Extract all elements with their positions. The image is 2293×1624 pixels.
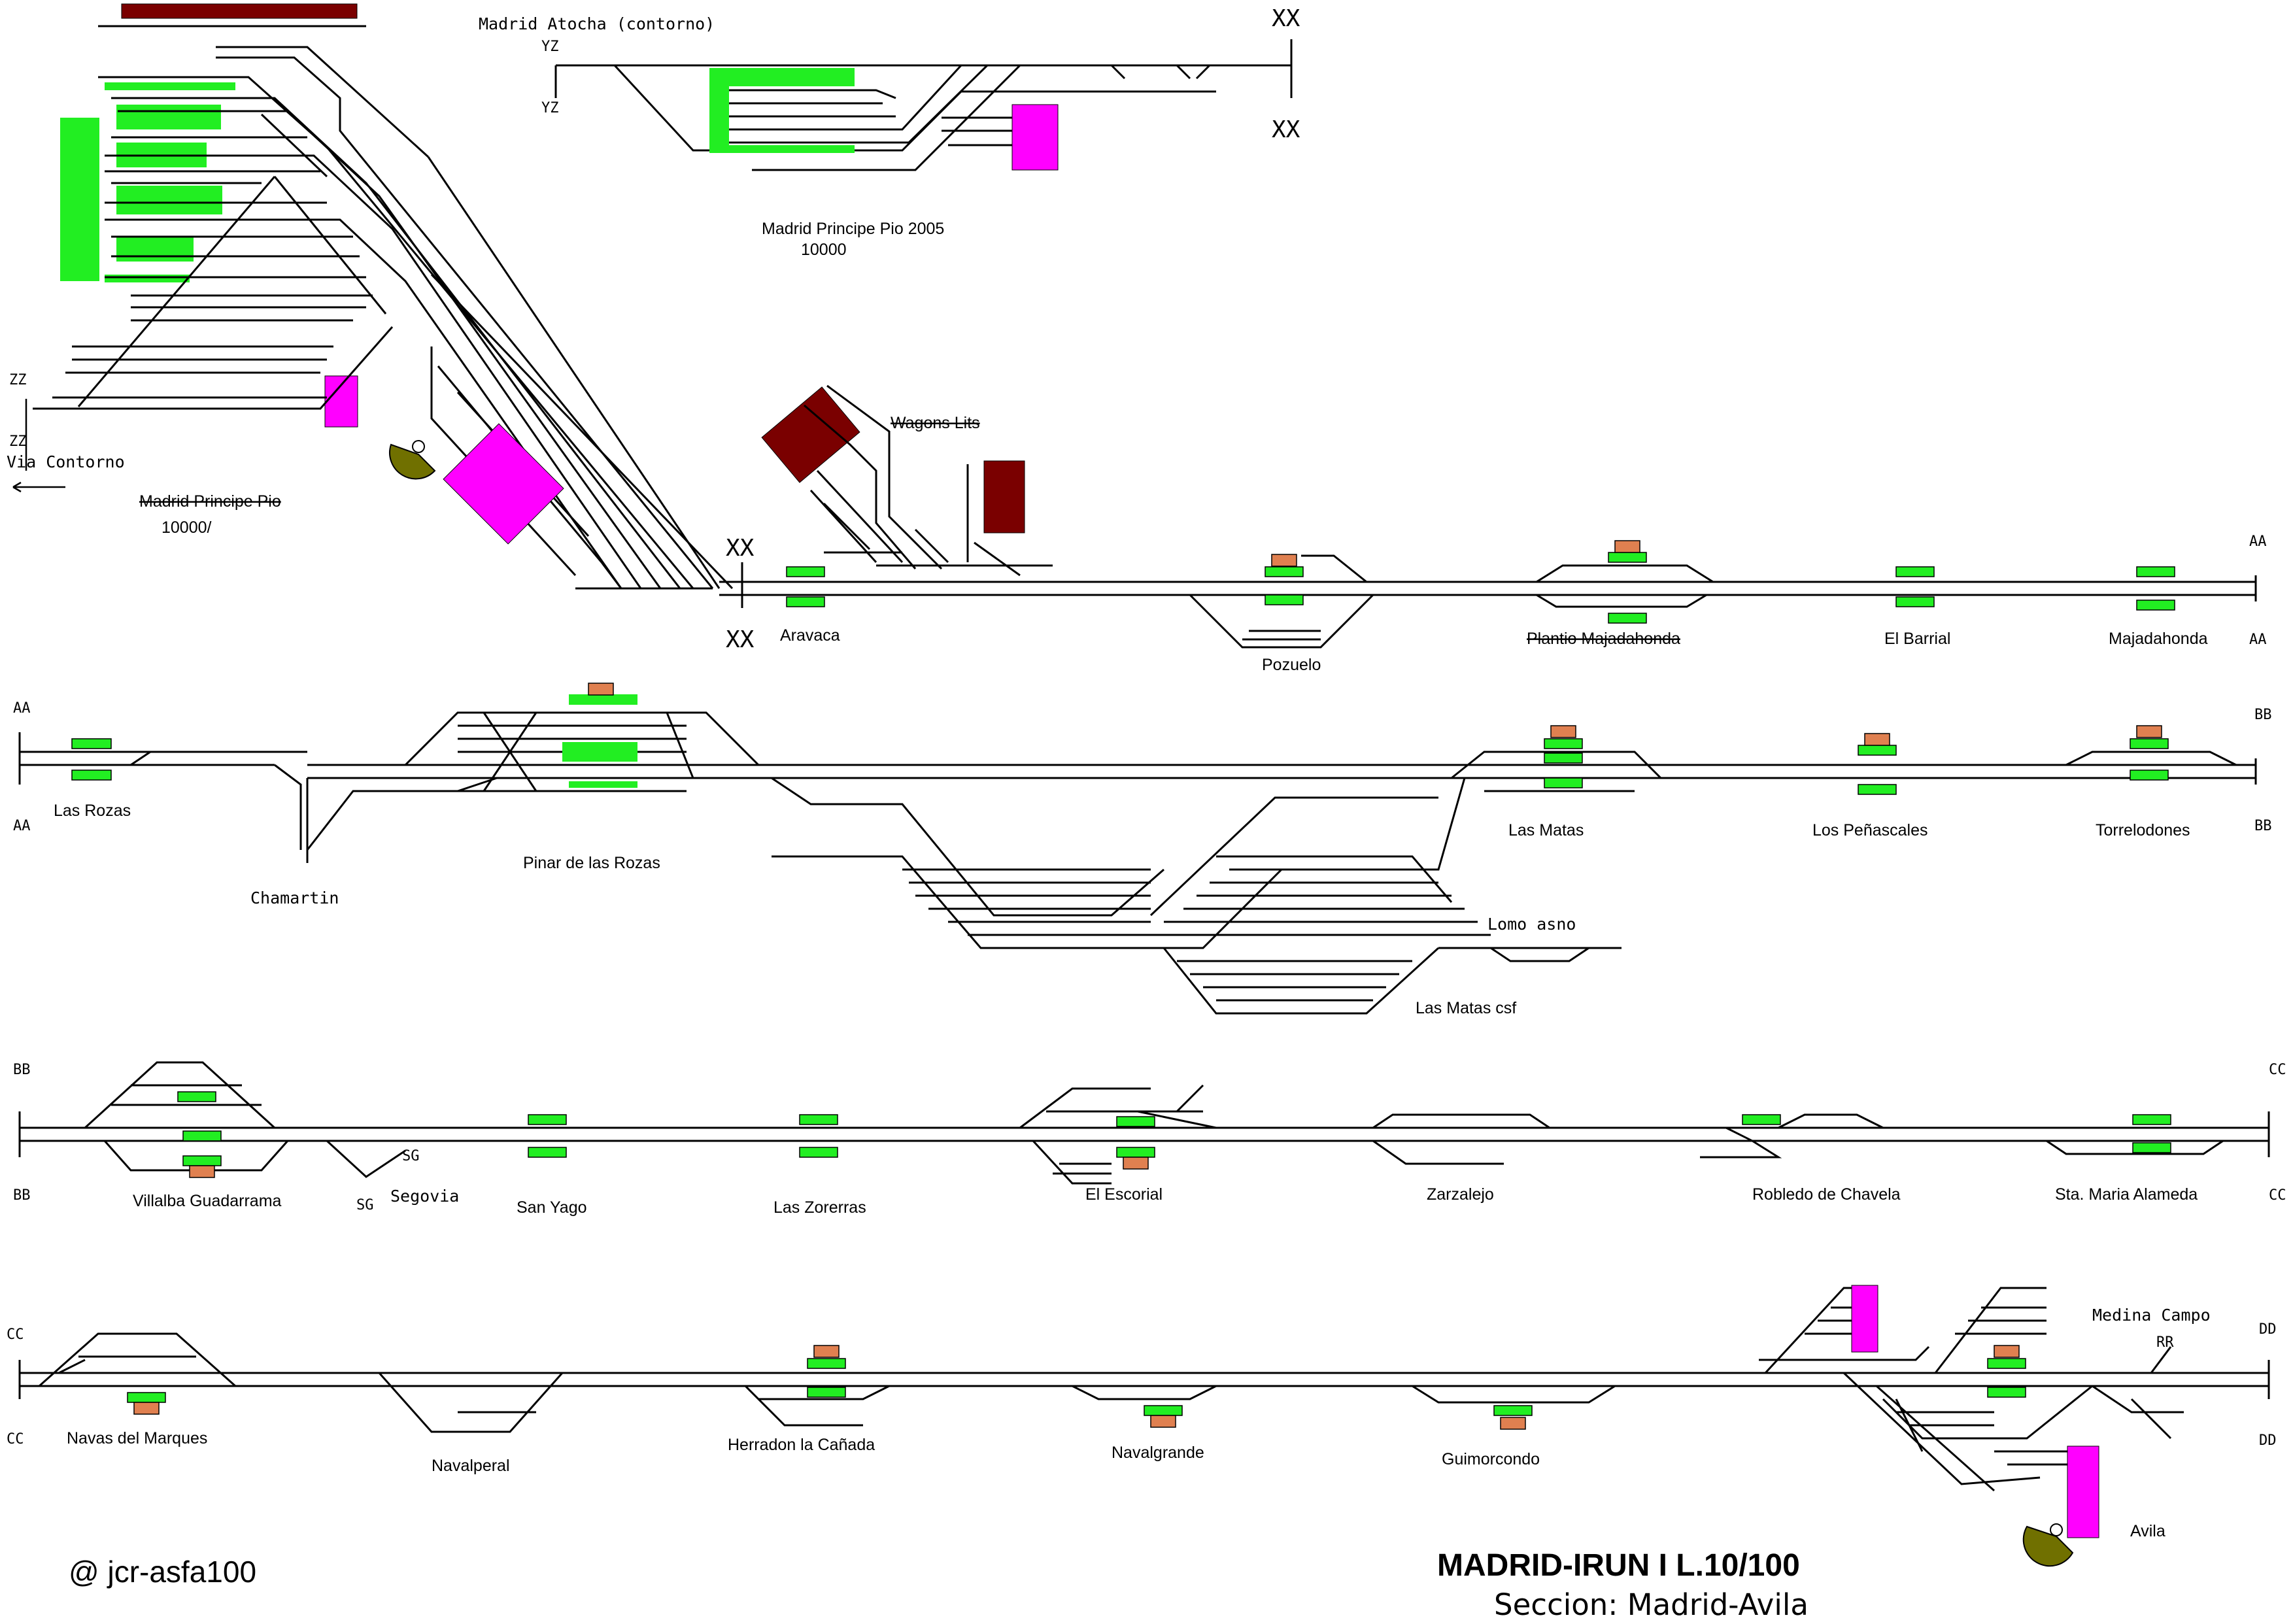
connector-dd-1: DD xyxy=(2259,1321,2277,1338)
labels: Madrid Atocha (contorno) XX XX YZ YZ Mad… xyxy=(7,5,2286,1622)
station-aravaca: Aravaca xyxy=(780,626,840,645)
connector-zz-2: ZZ xyxy=(9,433,27,450)
connector-bb-1: BB xyxy=(2254,707,2272,723)
connector-aa-4: AA xyxy=(13,818,31,834)
station-las-matas: Las Matas xyxy=(1508,821,1584,839)
credit: @ jcr-asfa100 xyxy=(69,1555,256,1589)
station-navalperal: Navalperal xyxy=(432,1457,510,1475)
station-avila: Avila xyxy=(2130,1522,2166,1540)
connector-bb-4: BB xyxy=(13,1187,31,1204)
connector-sg-2: SG xyxy=(356,1197,374,1213)
avila-depot-2 xyxy=(2067,1446,2099,1538)
connector-zz-1: ZZ xyxy=(9,372,27,388)
diagram-title: MADRID-IRUN I L.10/100 xyxy=(1437,1548,1800,1583)
station-las-rozas: Las Rozas xyxy=(54,802,131,820)
label-medina-campo: Medina Campo xyxy=(2092,1306,2211,1325)
atocha-depot xyxy=(1011,104,1059,171)
connector-aa-3: AA xyxy=(13,700,31,717)
row2-main-line xyxy=(18,711,2257,1015)
connector-rr: RR xyxy=(2156,1334,2174,1351)
atocha-contorno xyxy=(554,39,1293,171)
station-plantio: Plantio Majadahonda xyxy=(1527,630,1680,648)
station-navas: Navas del Marques xyxy=(67,1429,207,1447)
connector-xx-3: XX xyxy=(726,535,755,562)
connector-aa-2: AA xyxy=(2249,632,2267,648)
diagram-subtitle: Seccion: Madrid-Avila xyxy=(1494,1587,1809,1621)
label-wagons-lits: Wagons Lits xyxy=(891,414,980,432)
station-las-zorerras: Las Zorerras xyxy=(773,1198,866,1217)
station-el-barrial: El Barrial xyxy=(1884,630,1950,648)
connector-cc-1: CC xyxy=(2269,1062,2286,1078)
station-villalba: Villalba Guadarrama xyxy=(133,1192,282,1210)
connector-bb-2: BB xyxy=(2254,818,2272,834)
connector-xx-2: XX xyxy=(1272,116,1300,143)
connector-xx-4: XX xyxy=(726,626,755,653)
label-lomo-asno: Lomo asno xyxy=(1487,915,1576,934)
station-zarzalejo: Zarzalejo xyxy=(1427,1185,1494,1204)
station-san-yago: San Yago xyxy=(517,1198,587,1217)
principe-pio-depot-2 xyxy=(443,423,564,545)
principe-pio-yard xyxy=(12,3,734,590)
label-principe-pio-2005: Madrid Principe Pio 2005 xyxy=(762,220,944,238)
station-navalgrande: Navalgrande xyxy=(1112,1444,1204,1462)
station-las-matas-csf: Las Matas csf xyxy=(1416,999,1516,1017)
connector-aa-1: AA xyxy=(2249,533,2267,550)
label-principe-pio: Madrid Principe Pio xyxy=(139,492,281,511)
avila-depot-1 xyxy=(1851,1285,1878,1353)
principe-pio-building xyxy=(121,3,358,19)
connector-cc-4: CC xyxy=(7,1431,24,1447)
connector-sg-1: SG xyxy=(402,1148,420,1164)
station-pinar: Pinar de las Rozas xyxy=(523,854,660,872)
connector-cc-3: CC xyxy=(7,1327,24,1343)
label-segovia: Segovia xyxy=(390,1187,459,1206)
station-el-escorial: El Escorial xyxy=(1085,1185,1163,1204)
connector-dd-2: DD xyxy=(2259,1432,2277,1449)
connector-bb-3: BB xyxy=(13,1062,31,1078)
station-pozuelo: Pozuelo xyxy=(1262,656,1321,674)
station-torrelodones: Torrelodones xyxy=(2096,821,2190,839)
station-majadahonda: Majadahonda xyxy=(2109,630,2208,648)
station-los-penascales: Los Peñascales xyxy=(1812,821,1928,839)
label-via-contorno: Via Contorno xyxy=(7,452,125,471)
connector-yz-2: YZ xyxy=(541,100,559,116)
row4-main-line xyxy=(18,1287,2270,1492)
label-chamartin: Chamartin xyxy=(250,888,339,907)
label-code-10000-slash: 10000/ xyxy=(161,518,212,537)
station-guimorcondo: Guimorcondo xyxy=(1442,1450,1540,1468)
station-robledo: Robledo de Chavela xyxy=(1752,1185,1901,1204)
station-sta-maria: Sta. Maria Alameda xyxy=(2055,1185,2198,1204)
connector-xx-1: XX xyxy=(1272,5,1300,32)
principe-pio-turntable xyxy=(389,440,436,480)
row3-main-line xyxy=(18,1061,2270,1185)
label-code-10000: 10000 xyxy=(801,241,847,259)
connector-yz-1: YZ xyxy=(541,39,559,55)
principe-pio-main-platform xyxy=(60,118,99,281)
label-madrid-atocha: Madrid Atocha (contorno) xyxy=(479,14,715,33)
connector-cc-2: CC xyxy=(2269,1187,2286,1204)
avila-turntable xyxy=(2022,1523,2074,1567)
station-herradon: Herradon la Cañada xyxy=(728,1436,875,1454)
row1-main-line xyxy=(719,554,2257,649)
wagons-lits-yard xyxy=(761,384,1053,577)
